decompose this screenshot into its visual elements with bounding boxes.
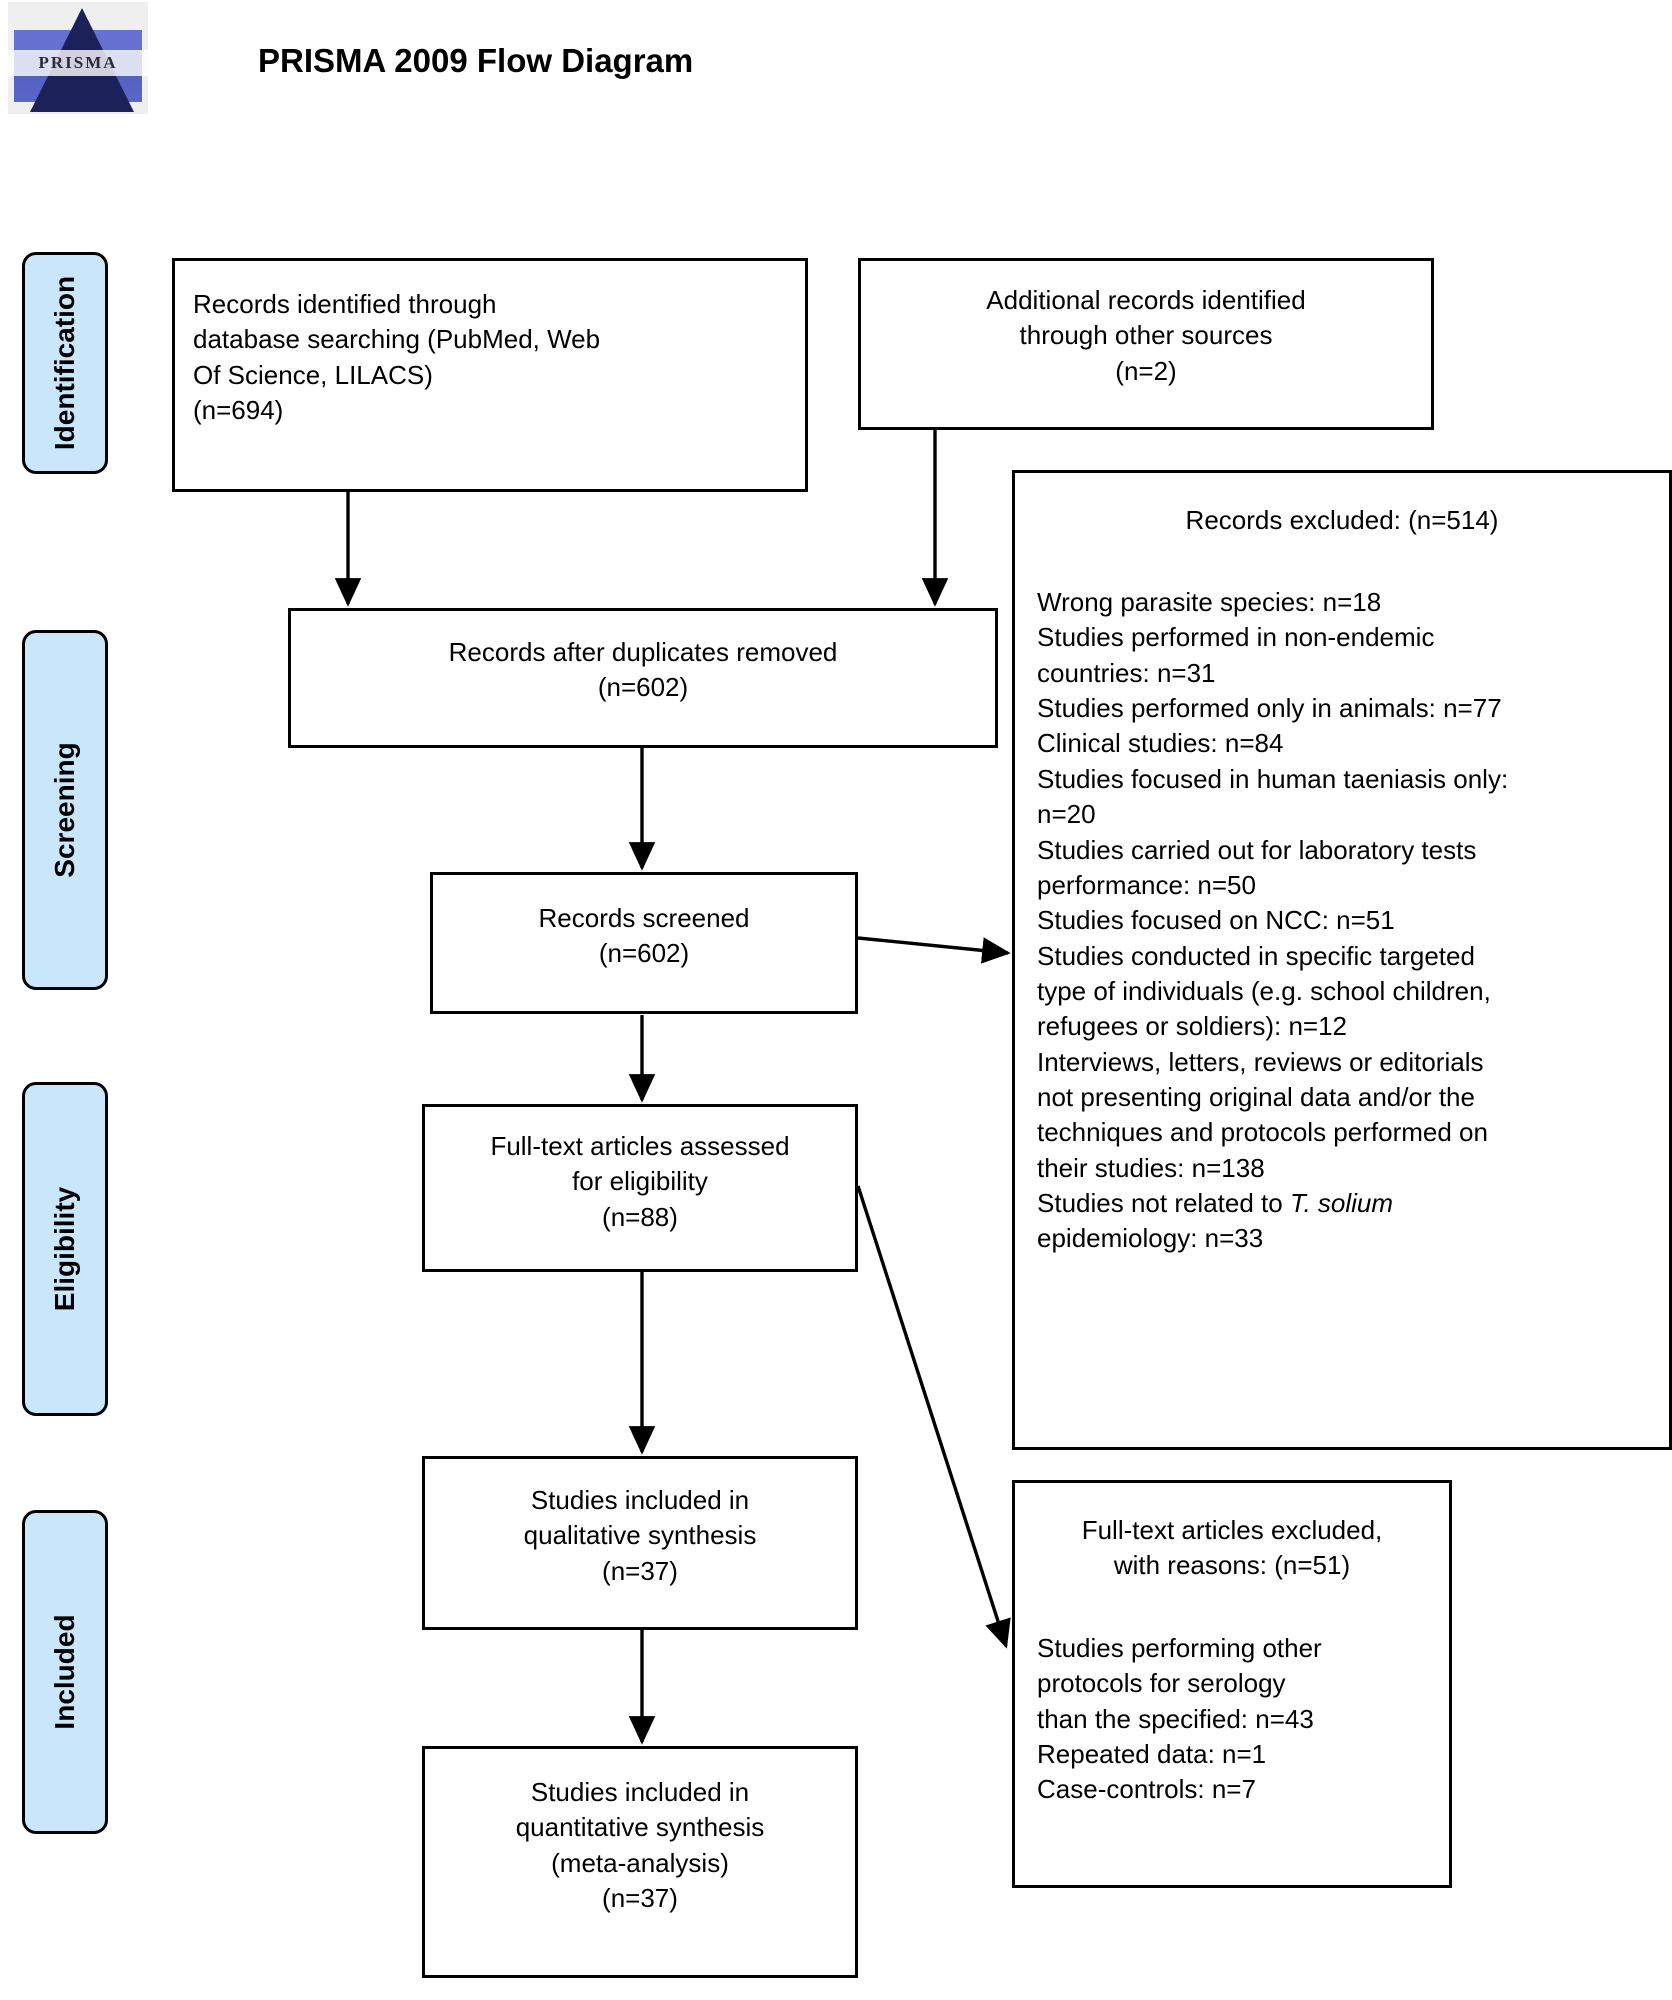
stage-label-eligibility: Eligibility	[49, 1186, 80, 1312]
excluded-italic-species: T. solium	[1289, 1188, 1394, 1219]
box-duplicates-removed: Records after duplicates removed (n=602)	[288, 608, 998, 748]
box-records-excluded-heading: Records excluded: (n=514)	[1185, 505, 1499, 535]
box-records-screened: Records screened (n=602)	[430, 872, 858, 1014]
excluded-reasons-part-2: epidemiology: n=33	[1037, 1223, 1264, 1254]
logo-wordmark: PRISMA	[38, 53, 118, 72]
box-records-excluded-reasons: Wrong parasite species: n=18 Studies per…	[1015, 585, 1669, 1257]
box-fulltext-excluded: Full-text articles excluded, with reason…	[1012, 1480, 1452, 1888]
box-fulltext-assessed: Full-text articles assessed for eligibil…	[422, 1104, 858, 1272]
stage-pill-eligibility: Eligibility	[22, 1082, 108, 1416]
box-quantitative-synthesis: Studies included in quantitative synthes…	[422, 1746, 858, 1978]
box-quantitative-synthesis-text: Studies included in quantitative synthes…	[515, 1777, 765, 1914]
stage-pill-identification: Identification	[22, 252, 108, 474]
box-records-identified-text: Records identified through database sear…	[193, 289, 601, 426]
box-qualitative-synthesis: Studies included in qualitative synthesi…	[422, 1456, 858, 1630]
stage-label-screening: Screening	[49, 742, 80, 878]
stage-pill-screening: Screening	[22, 630, 108, 990]
box-records-identified: Records identified through database sear…	[172, 258, 808, 492]
excluded-reasons-part-1: Wrong parasite species: n=18 Studies per…	[1037, 587, 1509, 1219]
page-title: PRISMA 2009 Flow Diagram	[258, 42, 694, 79]
box-duplicates-removed-text: Records after duplicates removed (n=602)	[448, 637, 838, 703]
box-qualitative-synthesis-text: Studies included in qualitative synthesi…	[523, 1485, 757, 1586]
box-additional-records: Additional records identified through ot…	[858, 258, 1434, 430]
arrow-fulltext-to-excluded	[856, 1185, 1011, 1649]
logo-band	[8, 50, 148, 76]
box-fulltext-excluded-reasons: Studies performing other protocols for s…	[1037, 1633, 1322, 1805]
box-records-screened-text: Records screened (n=602)	[538, 903, 750, 969]
arrow-screened-to-excluded	[857, 936, 1011, 964]
box-additional-records-text: Additional records identified through ot…	[986, 285, 1306, 386]
box-records-excluded: Records excluded: (n=514) Wrong parasite…	[1012, 470, 1672, 1450]
box-fulltext-excluded-heading: Full-text articles excluded, with reason…	[1081, 1515, 1383, 1581]
stage-label-identification: Identification	[49, 275, 80, 451]
stage-label-included: Included	[49, 1614, 80, 1730]
stage-pill-included: Included	[22, 1510, 108, 1834]
box-fulltext-assessed-text: Full-text articles assessed for eligibil…	[490, 1131, 790, 1232]
prisma-logo: PRISMA	[8, 2, 148, 114]
